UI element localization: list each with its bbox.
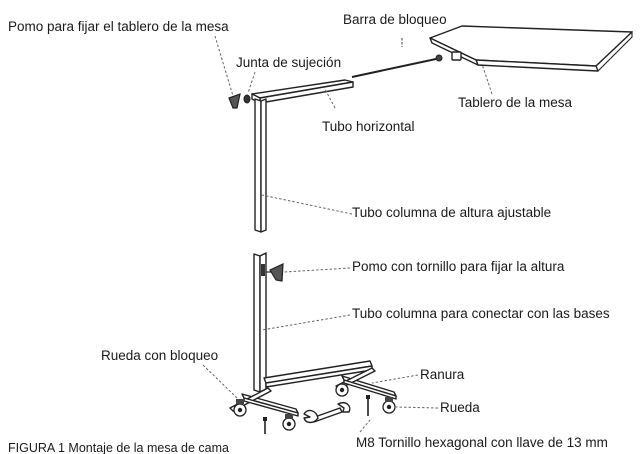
hex-screw-right	[366, 395, 370, 416]
labels: Pomo para fijar el tablero de la mesa Ba…	[8, 12, 610, 454]
figure-caption: FIGURA 1 Montaje de la mesa de cama	[8, 441, 229, 454]
label-pomo-altura: Pomo con tornillo para fijar la altura	[352, 259, 565, 274]
label-pomo-tablero: Pomo para fijar el tablero de la mesa	[8, 19, 229, 34]
tabletop-knob	[228, 93, 241, 109]
wheel-front-left	[282, 414, 296, 431]
label-tubo-columna-ajustable: Tubo columna de altura ajustable	[352, 205, 551, 220]
label-junta-sujecion: Junta de sujeción	[236, 55, 341, 70]
fixing-joint	[243, 94, 251, 104]
label-tablero-mesa: Tablero de la mesa	[458, 95, 573, 110]
label-barra-bloqueo: Barra de bloqueo	[343, 12, 447, 27]
wheel-right-front	[382, 397, 396, 414]
label-tubo-horizontal: Tubo horizontal	[322, 119, 415, 134]
label-tornillo: M8 Tornillo hexagonal con llave de 13 mm	[356, 435, 608, 450]
leader-lines	[202, 35, 493, 433]
label-ranura: Ranura	[420, 367, 465, 382]
wheel-locking	[233, 399, 247, 417]
base-column	[253, 252, 267, 393]
horizontal-tube	[251, 79, 354, 104]
wheel-right-back	[335, 383, 349, 397]
hex-screw-left	[263, 417, 267, 434]
height-knob	[264, 263, 284, 282]
wrench	[303, 402, 351, 424]
label-tubo-columna-bases: Tubo columna para conectar con las bases	[352, 306, 610, 321]
adjustable-column	[254, 98, 267, 233]
base-right	[335, 367, 397, 400]
label-rueda-bloqueo: Rueda con bloqueo	[101, 348, 218, 363]
locking-rod	[351, 38, 443, 78]
table-top	[429, 25, 633, 72]
label-rueda: Rueda	[440, 400, 480, 415]
